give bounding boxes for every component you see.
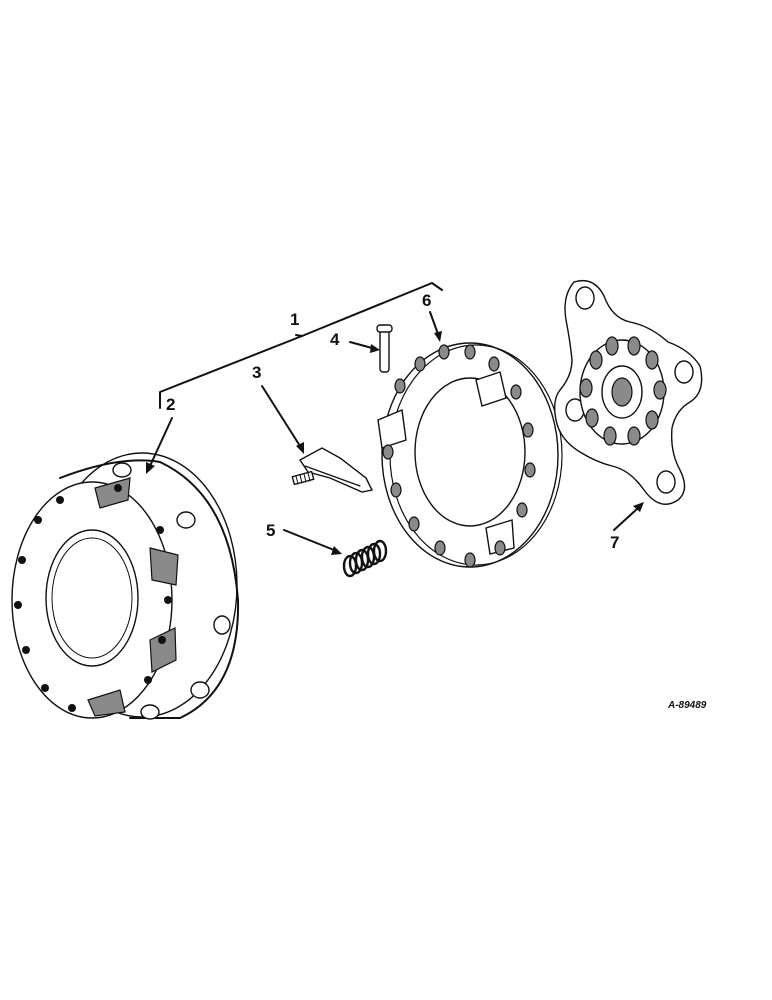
leader-3 (261, 385, 304, 454)
callout-7: 7 (610, 533, 619, 552)
callout-5: 5 (266, 521, 275, 540)
leader-6 (429, 311, 442, 342)
reference-number: A-89489 (667, 700, 707, 711)
callout-2: 2 (166, 395, 175, 414)
leader-2 (146, 417, 173, 474)
lever-pin (376, 324, 393, 373)
callout-6: 6 (422, 291, 431, 310)
clutch-disc (553, 279, 703, 505)
release-lever (291, 447, 374, 493)
clutch-cover (11, 452, 240, 720)
pressure-plate (377, 342, 563, 568)
callout-3: 3 (252, 363, 261, 382)
leader-7 (613, 502, 644, 531)
leader-4 (349, 341, 380, 353)
callout-1: 1 (290, 310, 299, 329)
pressure-spring (342, 539, 388, 578)
assembly-bracket (159, 282, 443, 409)
callout-4: 4 (330, 330, 340, 349)
leader-5 (283, 529, 342, 555)
